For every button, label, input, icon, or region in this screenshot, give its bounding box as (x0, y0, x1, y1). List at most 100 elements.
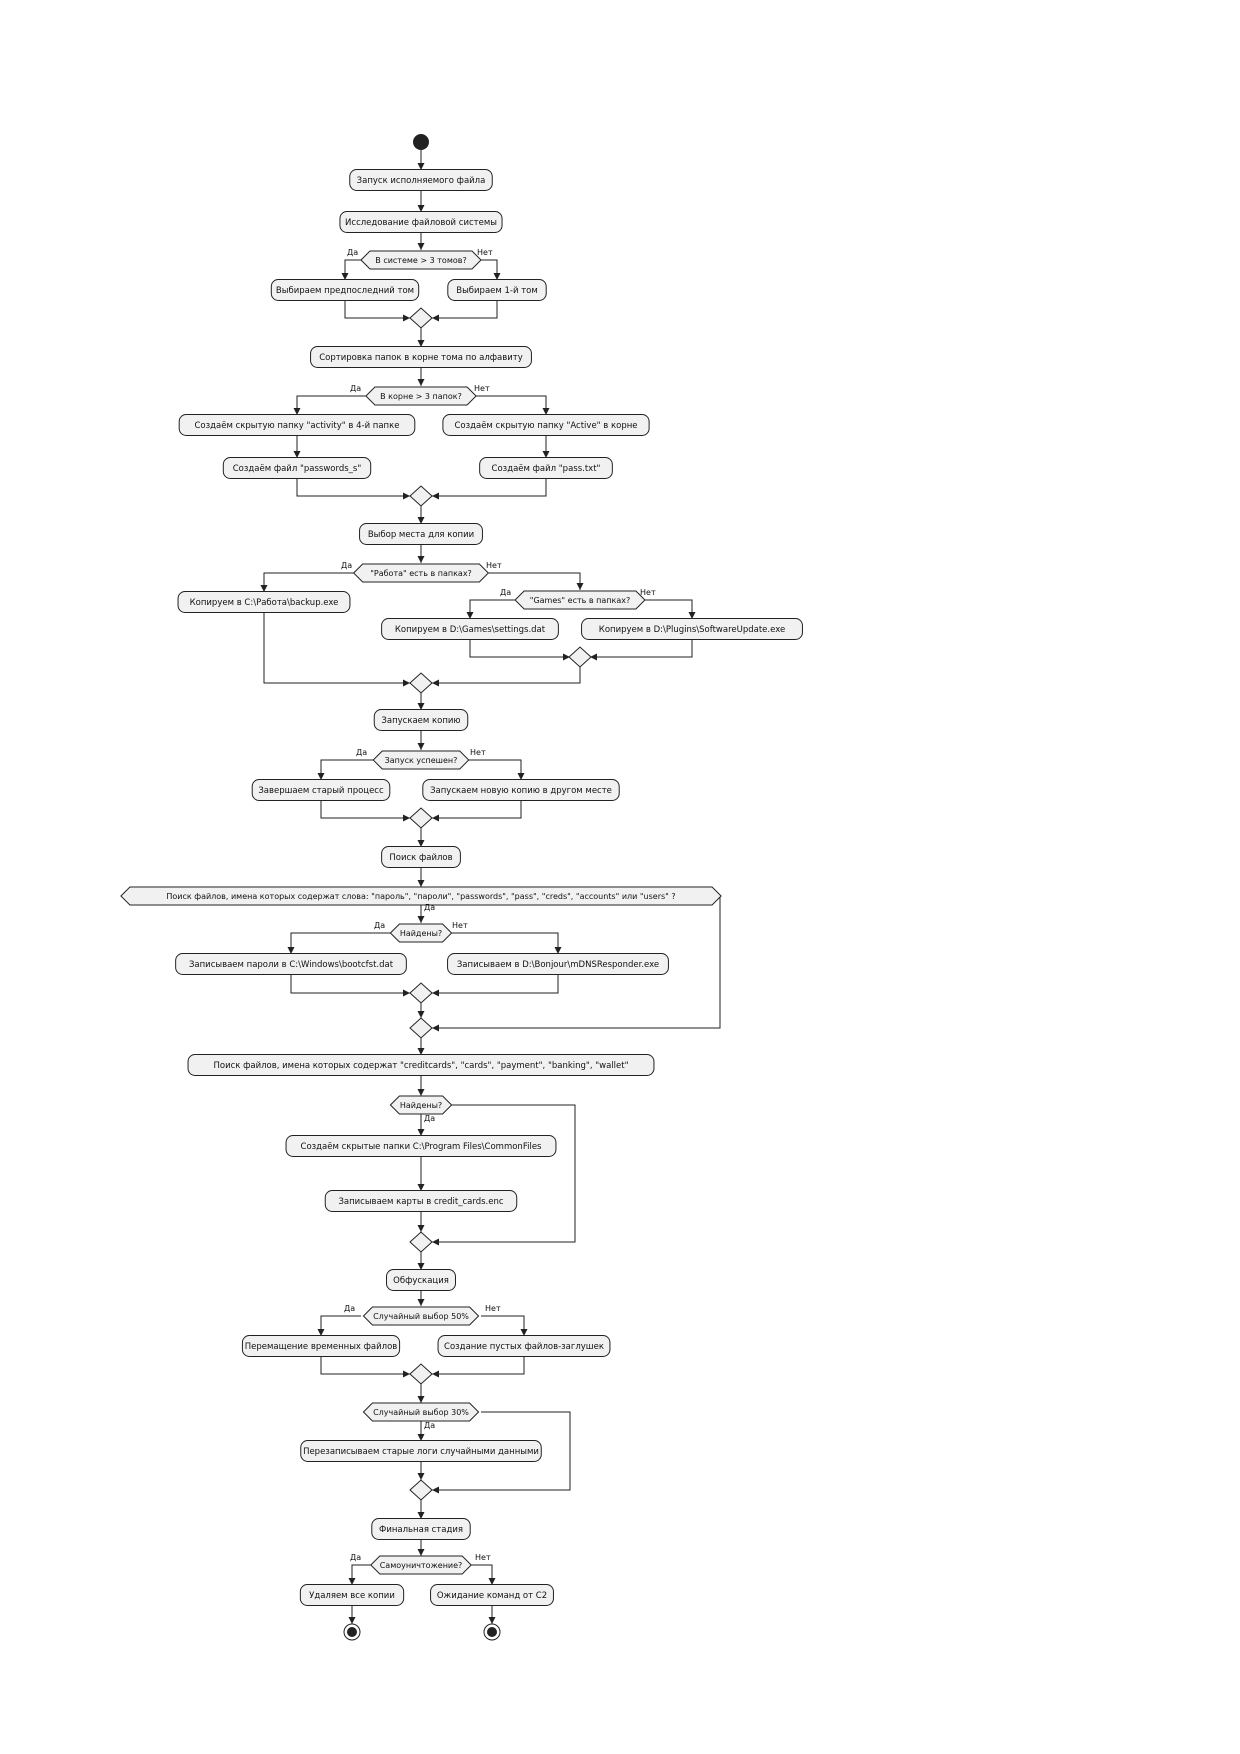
action-label: Копируем в D:\Games\settings.dat (395, 625, 546, 635)
merge-diamond (409, 1363, 433, 1385)
action-hidden-active: Создаём скрытую папку "Active" в корне (442, 414, 650, 436)
merge-diamond (409, 982, 433, 1004)
action-copy-backup: Копируем в C:\Работа\backup.exe (177, 591, 351, 613)
action-label: Сортировка папок в корне тома по алфавит… (319, 353, 523, 363)
action-label: Выбираем предпоследний том (276, 286, 414, 296)
branch-label-no: Нет (485, 1304, 501, 1313)
action-write-bonjour: Записываем в D:\Bonjour\mDNSResponder.ex… (447, 953, 669, 975)
action-copy-games: Копируем в D:\Games\settings.dat (381, 618, 559, 640)
action-file-passwords: Создаём файл "passwords_s" (222, 457, 372, 479)
action-obfuscation: Обфускация (386, 1269, 456, 1291)
decision-folders: В корне > 3 папок? (365, 386, 477, 406)
branch-label-no: Нет (474, 384, 490, 393)
action-empty-files: Создание пустых файлов-заглушек (437, 1335, 611, 1357)
decision-label: Поиск файлов, имена которых содержат сло… (166, 892, 675, 901)
action-hidden-activity: Создаём скрытую папку "activity" в 4-й п… (178, 414, 416, 436)
decision-random30: Случайный выбор 30% (362, 1402, 480, 1422)
action-hidden-program: Создаём скрытые папки C:\Program Files\C… (285, 1135, 557, 1157)
decision-label: В системе > 3 томов? (375, 256, 466, 265)
merge-diamond (409, 1231, 433, 1253)
action-label: Записываем пароли в C:\Windows\bootcfst.… (189, 960, 394, 970)
action-explore: Исследование файловой системы (339, 211, 503, 233)
action-pick-first: Выбираем 1-й том (447, 279, 547, 301)
decision-found2: Найдены? (389, 1095, 453, 1115)
branch-label-yes: Да (350, 384, 361, 393)
action-label: Создаём скрытую папку "Active" в корне (454, 421, 637, 431)
action-label: Выбор места для копии (368, 530, 474, 540)
action-end-old: Завершаем старый процесс (251, 779, 391, 801)
branch-label-no: Нет (477, 248, 493, 257)
branch-label-yes: Да (424, 1421, 435, 1430)
edges (260, 150, 721, 1624)
branch-label-yes: Да (374, 921, 385, 930)
action-sort-folders: Сортировка папок в корне тома по алфавит… (310, 346, 532, 368)
decision-self-destruct: Самоуничтожение? (370, 1555, 472, 1575)
action-launch: Запуск исполняемого файла (349, 169, 493, 191)
action-run-copy: Запускаем копию (373, 709, 469, 731)
branch-label-yes: Да (500, 588, 511, 597)
action-final-stage: Финальная стадия (371, 1518, 471, 1540)
decision-label: "Работа" есть в папках? (370, 569, 472, 578)
action-write-boot: Записываем пароли в C:\Windows\bootcfst.… (175, 953, 407, 975)
merge-diamond (409, 672, 433, 694)
action-delete-copies: Удаляем все копии (299, 1584, 405, 1606)
decision-label: В корне > 3 папок? (380, 392, 462, 401)
decision-found1: Найдены? (389, 923, 453, 943)
decision-label: Найдены? (400, 1101, 442, 1110)
decision-label: Самоуничтожение? (380, 1561, 463, 1570)
action-label: Запускаем копию (381, 716, 460, 726)
decision-games-folder: "Games" есть в папках? (514, 590, 646, 610)
action-label: Удаляем все копии (309, 1591, 395, 1601)
action-label: Поиск файлов (389, 853, 452, 863)
action-label: Копируем в D:\Plugins\SoftwareUpdate.exe (599, 625, 785, 635)
action-label: Создаём скрытую папку "activity" в 4-й п… (195, 421, 400, 431)
branch-label-no: Нет (475, 1553, 491, 1562)
end-node (343, 1623, 361, 1641)
branch-label-yes: Да (344, 1304, 355, 1313)
action-label: Обфускация (393, 1276, 449, 1286)
action-copy-plugins: Копируем в D:\Plugins\SoftwareUpdate.exe (581, 618, 803, 640)
branch-label-no: Нет (640, 588, 656, 597)
action-label: Исследование файловой системы (345, 218, 497, 228)
action-copy-place: Выбор места для копии (359, 523, 483, 545)
decision-label: Найдены? (400, 929, 442, 938)
action-label: Запуск исполняемого файла (357, 176, 486, 186)
action-label: Создаём файл "passwords_s" (233, 464, 362, 474)
branch-label-yes: Да (424, 1114, 435, 1123)
start-node (413, 134, 429, 150)
decision-label: Запуск успешен? (385, 756, 458, 765)
decision-password-words: Поиск файлов, имена которых содержат сло… (120, 886, 722, 906)
decision-volumes: В системе > 3 томов? (360, 250, 482, 270)
action-label: Записываем в D:\Bonjour\mDNSResponder.ex… (457, 960, 659, 970)
action-label: Копируем в C:\Работа\backup.exe (190, 598, 339, 608)
decision-random50: Случайный выбор 50% (362, 1306, 480, 1326)
action-label: Создаём файл "pass.txt" (492, 464, 601, 474)
action-label: Поиск файлов, имена которых содержат "cr… (213, 1061, 628, 1071)
action-label: Выбираем 1-й том (456, 286, 538, 296)
branch-label-yes: Да (356, 748, 367, 757)
merge-diamond (409, 307, 433, 329)
action-write-cards: Записываем карты в credit_cards.enc (324, 1190, 518, 1212)
merge-diamond (409, 807, 433, 829)
action-file-pass: Создаём файл "pass.txt" (479, 457, 613, 479)
action-label: Перезаписываем старые логи случайными да… (303, 1447, 539, 1457)
action-label: Ожидание команд от C2 (437, 1591, 547, 1601)
action-run-new-copy: Запускаем новую копию в другом месте (422, 779, 620, 801)
action-search-files: Поиск файлов (381, 846, 461, 868)
action-label: Завершаем старый процесс (258, 786, 384, 796)
branch-label-no: Нет (486, 561, 502, 570)
branch-label-no: Нет (452, 921, 468, 930)
action-search-cards: Поиск файлов, имена которых содержат "cr… (187, 1054, 655, 1076)
action-move-temp: Перемащение временных файлов (241, 1335, 401, 1357)
merge-diamond (568, 646, 592, 668)
decision-label: Случайный выбор 30% (373, 1408, 469, 1417)
action-overwrite-logs: Перезаписываем старые логи случайными да… (300, 1440, 542, 1462)
action-pick-penultimate: Выбираем предпоследний том (270, 279, 420, 301)
decision-label: "Games" есть в папках? (530, 596, 630, 605)
end-node (483, 1623, 501, 1641)
branch-label-no: Нет (470, 748, 486, 757)
decision-label: Случайный выбор 50% (373, 1312, 469, 1321)
action-wait-c2: Ожидание команд от C2 (430, 1584, 554, 1606)
branch-label-yes: Да (347, 248, 358, 257)
